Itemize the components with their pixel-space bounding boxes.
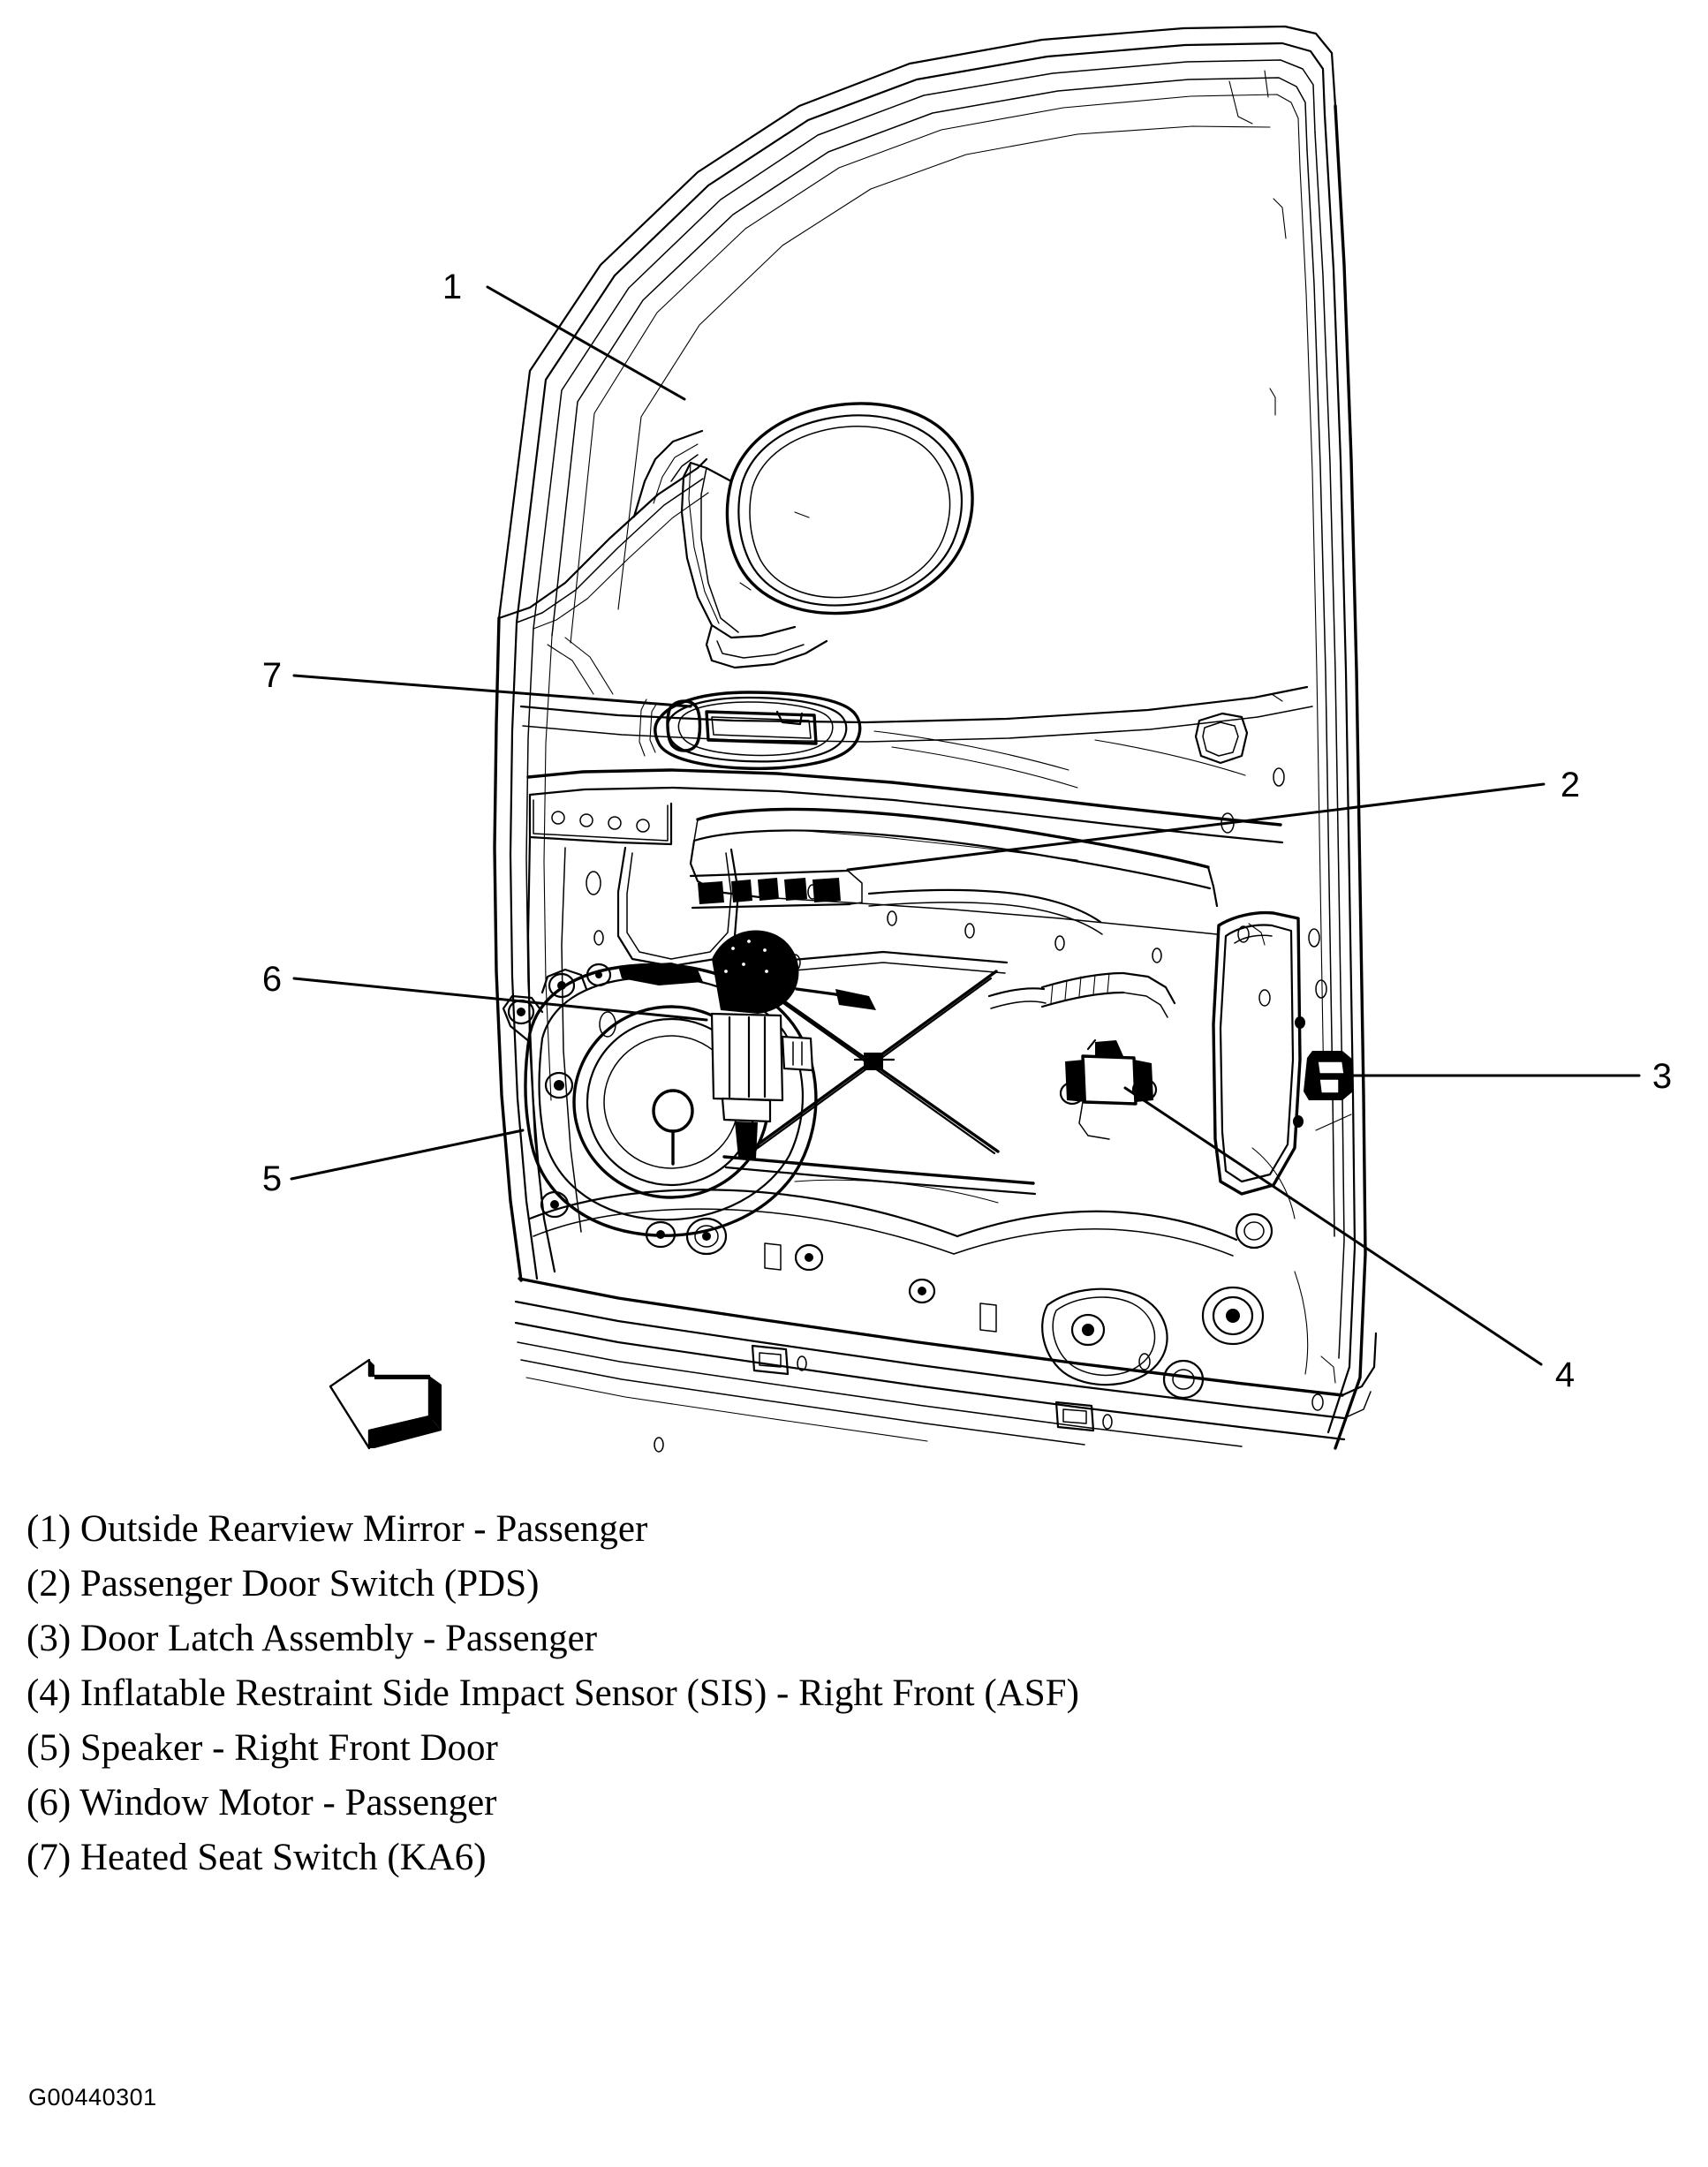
leader-1 [486,285,686,401]
callout-number-2: 2 [1561,766,1580,804]
leader-7 [292,674,692,708]
door-latch-assembly [1212,910,1353,1196]
callout-numbers: 1 2 3 4 5 6 7 [262,268,1672,1394]
legend-item-5: (5) Speaker - Right Front Door [26,1720,1669,1775]
door-lower-sill [514,1147,1346,1453]
legend-item-4-text: (4) Inflatable Restraint Side Impact Sen… [26,1672,1079,1714]
legend-item-3-text: (3) Door Latch Assembly - Passenger [26,1617,598,1659]
legend-item-5-text: (5) Speaker - Right Front Door [26,1726,498,1769]
legend-item-3: (3) Door Latch Assembly - Passenger [26,1611,1669,1665]
legend-item-1: (1) Outside Rearview Mirror - Passenger [26,1501,1669,1556]
door-wiring-harness [867,888,1176,1018]
window-motor [710,930,814,1159]
panel-grommet [544,1071,574,1099]
callout-number-4: 4 [1555,1355,1575,1394]
heated-seat-switch-bezel [639,691,862,770]
legend-item-6: (6) Window Motor - Passenger [26,1775,1669,1830]
side-impact-sensor [1059,1038,1158,1140]
document-code: G00440301 [28,2084,157,2110]
callout-number-1: 1 [442,268,462,306]
mirror-sail-panel [497,429,709,630]
leader-4 [1123,1086,1543,1366]
inner-reinforcement-rail [528,793,673,846]
window-regulator-assembly [710,930,1037,1196]
component-legend: (1) Outside Rearview Mirror - Passenger … [26,1501,1669,1884]
door-assembly-illustration: 1 2 3 4 5 6 7 [262,25,1672,1453]
callout-number-7: 7 [262,656,282,695]
legend-item-6-text: (6) Window Motor - Passenger [26,1781,497,1823]
window-frame-outline [497,25,1367,1450]
harness-conduit [1040,971,1176,1018]
passenger-door-switch [689,869,863,910]
callout-leader-lines [290,285,1641,1366]
callout-number-3: 3 [1652,1057,1672,1096]
legend-item-7-text: (7) Heated Seat Switch (KA6) [26,1836,487,1878]
legend-item-7: (7) Heated Seat Switch (KA6) [26,1830,1669,1884]
legend-item-2: (2) Passenger Door Switch (PDS) [26,1556,1669,1611]
view-direction-arrow [329,1358,442,1450]
callout-number-5: 5 [262,1159,282,1198]
speaker-mount-ears [502,963,676,1249]
leader-2 [846,782,1546,872]
leader-6 [292,977,708,1022]
legend-item-4: (4) Inflatable Restraint Side Impact Sen… [26,1665,1669,1720]
legend-item-2-text: (2) Passenger Door Switch (PDS) [26,1562,540,1604]
door-rear-lower-corner [1311,1332,1378,1419]
legend-item-1-text: (1) Outside Rearview Mirror - Passenger [26,1507,648,1550]
lower-panel-holes [685,1212,1273,1400]
outside-rearview-mirror [680,402,974,669]
leader-5 [290,1129,525,1181]
callout-number-6: 6 [262,960,282,999]
